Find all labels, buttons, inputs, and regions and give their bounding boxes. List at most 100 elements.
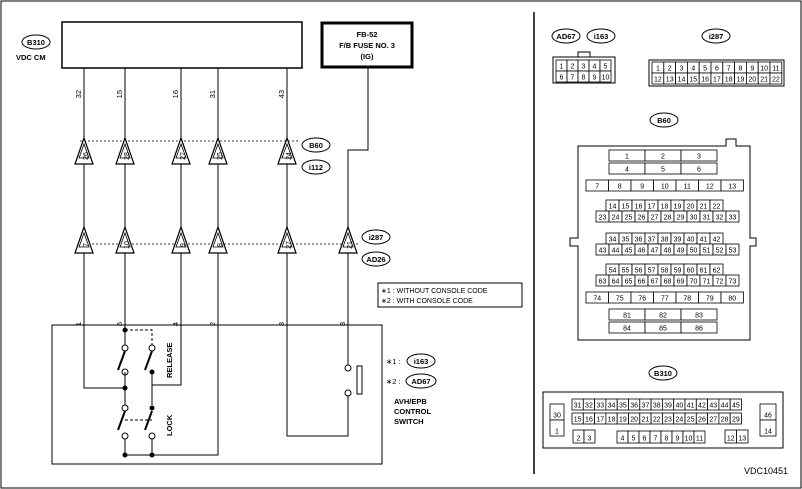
pin-number: 21 xyxy=(642,417,650,424)
pin-number: 56 xyxy=(635,268,643,275)
pin-number: 4 xyxy=(593,64,597,71)
junction-dot xyxy=(149,452,155,458)
pin-cell xyxy=(680,321,718,334)
pin-number: 10 xyxy=(685,436,693,443)
view-i287-label: i287 xyxy=(709,32,724,41)
note-2: ∗2 : WITH CONSOLE CODE xyxy=(381,298,473,305)
pin-number: 16 xyxy=(635,204,643,211)
switch-star2: ∗2 : xyxy=(386,377,401,386)
pin-number: 34 xyxy=(608,403,616,410)
pin-cell xyxy=(725,210,740,223)
pin-number: 8 xyxy=(582,75,586,82)
pin-number: 69 xyxy=(677,279,685,286)
pin-number: 8 xyxy=(665,436,669,443)
notes-box xyxy=(377,282,523,308)
pin-number: 55 xyxy=(622,268,630,275)
pin-number: 72 xyxy=(716,279,724,286)
contact-point xyxy=(344,364,352,372)
pin-number: 74 xyxy=(593,296,601,303)
view-b60-label: B60 xyxy=(657,116,671,125)
pin-number: 40 xyxy=(675,403,683,410)
pin-number: 33 xyxy=(729,215,737,222)
pin-number: 9 xyxy=(593,75,597,82)
pin-number: 18 xyxy=(608,417,616,424)
pin-number: 58 xyxy=(661,268,669,275)
pin-number: 42 xyxy=(713,237,721,244)
pin-number: 12 xyxy=(654,77,662,84)
b310-housing xyxy=(542,391,784,449)
pin-number: 2 xyxy=(668,66,672,73)
pin-number: 18 xyxy=(661,204,669,211)
pin-number: 61 xyxy=(700,268,708,275)
i287-pin-1-label: 10 xyxy=(124,241,131,249)
pin-number: 67 xyxy=(651,279,659,286)
pin-number: 11 xyxy=(684,184,691,191)
pin-number: 66 xyxy=(638,279,646,286)
pin-number: 15 xyxy=(622,204,630,211)
view-b310-label: B310 xyxy=(654,369,672,378)
sw-blade xyxy=(117,350,126,371)
pin-number: 22 xyxy=(772,77,780,84)
pin-number: 3 xyxy=(680,66,684,73)
pin-number: 16 xyxy=(585,417,593,424)
pin-number: 2 xyxy=(577,436,581,443)
pin-number: 5 xyxy=(703,66,707,73)
pin-number: 19 xyxy=(674,204,682,211)
pin-number: 65 xyxy=(625,279,633,286)
pin-number: 64 xyxy=(612,279,620,286)
pin-number: 6 xyxy=(643,436,647,443)
sw-blade xyxy=(117,410,126,431)
release-label: RELEASE xyxy=(165,343,174,378)
pin-number: 1 xyxy=(656,66,660,73)
cm-pin-label: 31 xyxy=(208,90,217,98)
vdc-cm-connector-oval xyxy=(21,34,51,50)
pin-number: 2 xyxy=(571,64,575,71)
pin-number: 49 xyxy=(677,248,685,255)
sw-w xyxy=(124,325,219,456)
pin-number: 5 xyxy=(661,167,665,174)
switch-conn2: AD67 xyxy=(411,377,430,386)
b60-pin-3-inner xyxy=(212,142,224,159)
pin-number: 80 xyxy=(728,296,736,303)
b60-pin-4-label: 24 xyxy=(286,152,293,160)
pin-number: 79 xyxy=(706,296,714,303)
i287-pin-5-label: 21 xyxy=(347,241,354,249)
b60-pin-0-label: 26 xyxy=(83,152,90,160)
pin-number: 12 xyxy=(706,184,714,191)
i287-pin-0-label: 7 xyxy=(83,243,90,247)
pin-number: 19 xyxy=(619,417,627,424)
pin-number: 32 xyxy=(585,403,593,410)
pin-number: 57 xyxy=(648,268,656,275)
i287-pin-5-inner xyxy=(342,231,354,248)
pin-number: 20 xyxy=(687,204,695,211)
pin-cell xyxy=(725,243,740,256)
junction-dot xyxy=(122,452,128,458)
sw-blade xyxy=(144,410,153,431)
pin-number: 29 xyxy=(677,215,685,222)
pin-number: 8 xyxy=(618,184,622,191)
pin-number: 14 xyxy=(609,204,617,211)
i112-oval xyxy=(301,159,331,175)
b60-label: B60 xyxy=(309,141,323,150)
i287-oval xyxy=(361,229,391,245)
pin-number: 31 xyxy=(574,403,582,410)
pin-number: 25 xyxy=(687,417,695,424)
pin-number: 68 xyxy=(664,279,672,286)
figure-id: VDC10451 xyxy=(744,466,788,476)
pin-number: 77 xyxy=(661,296,669,303)
sw-blade xyxy=(144,350,153,371)
i287-pin-2-label: 9 xyxy=(180,243,187,247)
pin-number: 76 xyxy=(638,296,646,303)
pin-number: 44 xyxy=(612,248,620,255)
pin-cell xyxy=(693,430,706,444)
pin-number: 9 xyxy=(750,66,754,73)
view-ad67-label: AD67 xyxy=(556,32,575,41)
pin-number: 45 xyxy=(732,403,740,410)
pin-number: 14 xyxy=(764,429,772,436)
contact-point xyxy=(121,404,129,412)
pin-number: 4 xyxy=(691,66,695,73)
pin-number: 34 xyxy=(609,237,617,244)
pin-number: 3 xyxy=(588,436,592,443)
pin-cell xyxy=(583,429,596,444)
